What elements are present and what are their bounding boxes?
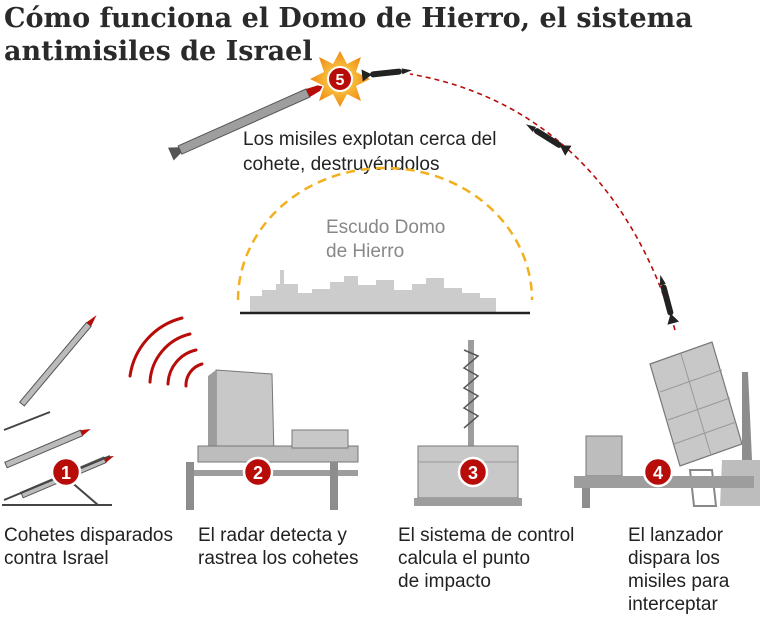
missile-launcher: [574, 341, 760, 508]
step-2-line-1: El radar detecta y: [198, 525, 347, 546]
step-1-label: Cohetes disparados contra Israel: [4, 524, 173, 570]
step-number-3: 3: [468, 463, 478, 483]
incoming-rocket: [168, 85, 323, 161]
step-4-label: El lanzador dispara los misiles para int…: [628, 524, 729, 616]
step-3-line-1: El sistema de control: [398, 525, 575, 546]
step-4-line-4: interceptar: [628, 594, 718, 615]
radar-waves: [128, 316, 204, 388]
step-marker-1: [50, 456, 82, 488]
step-marker-4: [642, 456, 674, 488]
explosion-caption-line-1: Los misiles explotan cerca del: [243, 129, 496, 150]
step-4-line-2: dispara los: [628, 548, 720, 569]
step-marker-2: [242, 456, 274, 488]
step-1-line-2: contra Israel: [4, 548, 109, 569]
step-3-label: El sistema de control calcula el punto d…: [398, 524, 574, 593]
step-marker-3: [457, 456, 489, 488]
interceptor-missile-1: [361, 68, 412, 82]
diagram-title: Cómo funciona el Domo de Hierro, el sist…: [4, 2, 744, 68]
step-number-5: 5: [336, 72, 345, 89]
radar-unit: [186, 369, 359, 510]
explosion-caption-line-2: cohete, destruyéndolos: [243, 154, 439, 175]
step-3-line-3: de impacto: [398, 571, 491, 592]
rocket-1: [18, 315, 97, 407]
step-2-line-2: rastrea los cohetes: [198, 548, 359, 569]
shield-label-line-1: Escudo Domo: [326, 217, 445, 238]
title-line-1: Cómo funciona el Domo de Hierro, el sist…: [4, 3, 693, 34]
step-4-line-1: El lanzador: [628, 525, 724, 546]
step-2-label: El radar detecta y rastrea los cohetes: [198, 524, 359, 570]
interceptor-missile-2: [525, 124, 572, 156]
title-line-2: antimisiles de Israel: [4, 36, 313, 67]
interceptor-missile-3: [659, 274, 680, 325]
step-number-2: 2: [253, 463, 263, 483]
step-4-line-3: misiles para: [628, 571, 730, 592]
step-3-line-2: calcula el punto: [398, 548, 531, 569]
step-number-1: 1: [61, 463, 71, 483]
step-number-4: 4: [653, 463, 663, 483]
step-marker-5: [327, 66, 353, 92]
rocket-2: [4, 429, 91, 469]
shield-arc: [236, 166, 534, 301]
shield-label-line-2: de Hierro: [326, 241, 404, 262]
city-skyline: [250, 270, 496, 312]
step-1-line-1: Cohetes disparados: [4, 525, 173, 546]
